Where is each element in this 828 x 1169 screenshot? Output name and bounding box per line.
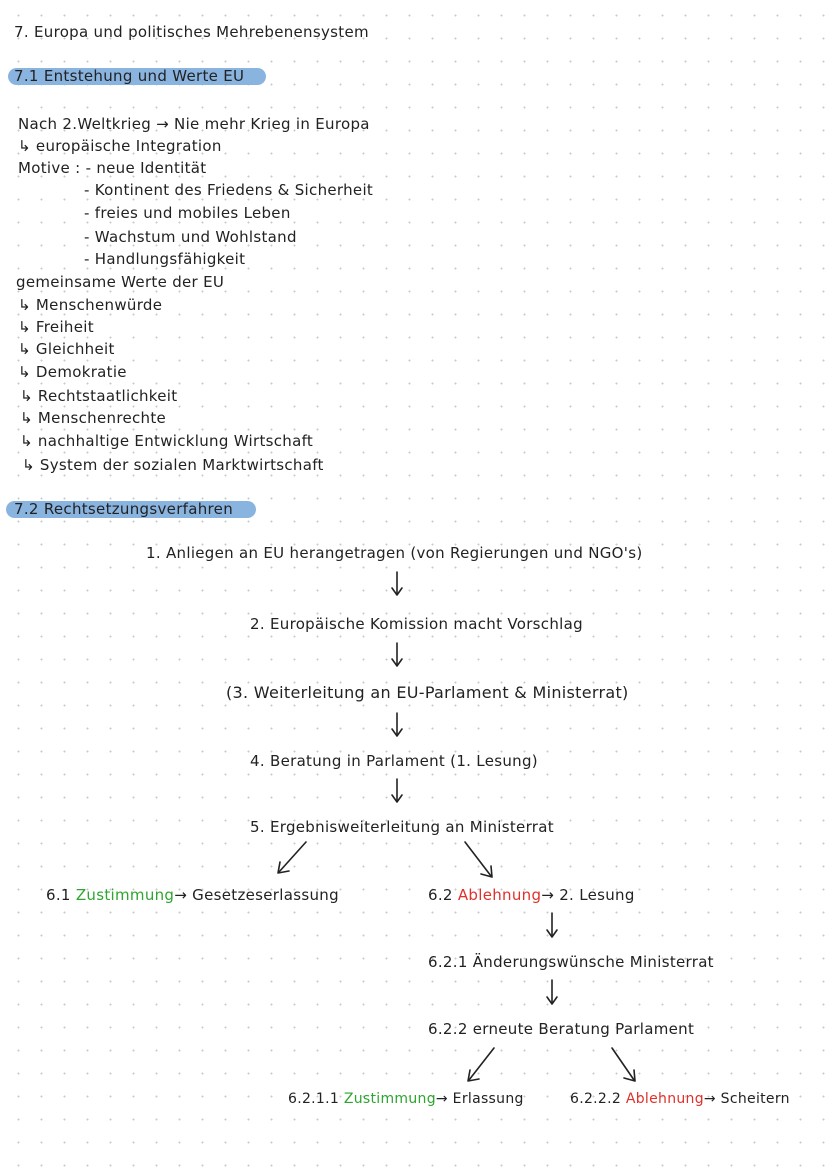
step-outcome: → Erlassung <box>435 1091 524 1107</box>
diagonal-arrow-left-icon <box>467 1047 495 1082</box>
section-heading-7-1: 7.1 Entstehung und Werte EU <box>14 67 245 85</box>
diagonal-arrow-left-icon <box>277 841 307 874</box>
note-line: - Handlungsfähigkeit <box>84 250 246 268</box>
step-number: 6.2 <box>428 886 453 904</box>
note-line: ↳ Menschenwürde <box>18 296 163 314</box>
note-line: ↳ Menschenrechte <box>20 409 167 427</box>
note-line: ↳ europäische Integration <box>18 137 222 155</box>
note-line: ↳ nachhaltige Entwicklung Wirtschaft <box>20 432 314 450</box>
step-4: 4. Beratung in Parlament (1. Lesung) <box>250 752 538 770</box>
rejection-label: Ablehnung <box>625 1091 704 1107</box>
down-arrow-icon <box>391 778 403 803</box>
note-line: - Kontinent des Friedens & Sicherheit <box>84 181 374 199</box>
note-line: - freies und mobiles Leben <box>84 204 291 222</box>
approval-label: Zustimmung <box>343 1091 436 1107</box>
step-5: 5. Ergebnisweiterleitung an Ministerrat <box>250 818 554 836</box>
note-line: ↳ Demokratie <box>18 363 127 381</box>
step-number: 6.1 <box>46 886 71 904</box>
note-line: ↳ Gleichheit <box>18 340 115 358</box>
step-3: (3. Weiterleitung an EU-Parlament & Mini… <box>226 683 629 702</box>
step-1: 1. Anliegen an EU herangetragen (von Reg… <box>146 544 643 562</box>
down-arrow-icon <box>391 642 403 667</box>
step-outcome: → Scheitern <box>703 1091 790 1107</box>
page-title: 7. Europa und politisches Mehrebenensyst… <box>14 23 369 41</box>
note-line: Nach 2.Weltkrieg → Nie mehr Krieg in Eur… <box>18 115 370 133</box>
note-line: gemeinsame Werte der EU <box>16 273 225 291</box>
rejection-label: Ablehnung <box>457 886 542 904</box>
step-6-2: 6.2 Ablehnung→ 2. Lesung <box>428 886 635 904</box>
step-6-1: 6.1 Zustimmung→ Gesetzeserlassung <box>46 886 339 904</box>
step-outcome: → 2. Lesung <box>541 886 635 904</box>
down-arrow-icon <box>391 571 403 596</box>
note-line: ↳ System der sozialen Marktwirtschaft <box>22 456 324 474</box>
note-line: ↳ Rechtstaatlichkeit <box>20 387 178 405</box>
section-highlight <box>6 501 256 518</box>
approval-label: Zustimmung <box>75 886 175 904</box>
down-arrow-icon <box>546 979 558 1005</box>
step-6-2-1: 6.2.1 Änderungswünsche Ministerrat <box>428 953 714 971</box>
diagonal-arrow-right-icon <box>611 1047 636 1082</box>
down-arrow-icon <box>391 712 403 737</box>
note-line: Motive : - neue Identität <box>18 159 207 177</box>
note-line: - Wachstum und Wohlstand <box>84 228 297 246</box>
diagonal-arrow-right-icon <box>464 841 493 878</box>
step-number: 6.2.2.2 <box>570 1091 622 1107</box>
down-arrow-icon <box>546 912 558 938</box>
step-6-2-1-1: 6.2.1.1 Zustimmung→ Erlassung <box>288 1090 524 1108</box>
note-line: ↳ Freiheit <box>18 318 94 336</box>
step-2: 2. Europäische Komission macht Vorschlag <box>250 615 583 633</box>
step-6-2-2-2: 6.2.2.2 Ablehnung→ Scheitern <box>570 1090 790 1108</box>
section-heading-7-2: 7.2 Rechtsetzungsverfahren <box>14 500 234 518</box>
step-number: 6.2.1.1 <box>288 1091 340 1107</box>
section-highlight <box>8 68 266 85</box>
step-6-2-2: 6.2.2 erneute Beratung Parlament <box>428 1020 695 1038</box>
step-outcome: → Gesetzeserlassung <box>174 886 339 904</box>
